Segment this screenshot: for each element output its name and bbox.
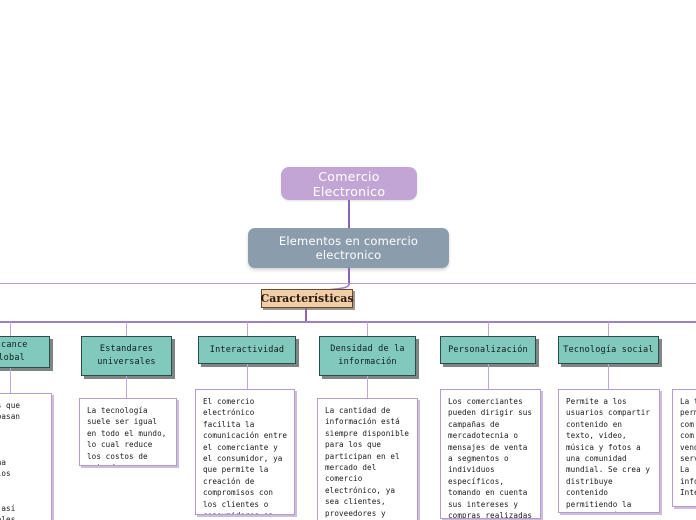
node-topic-estandares-universales[interactable]: Estandares universales [81,336,172,376]
node-detail-estandares-universales[interactable]: La tecnología suele ser igual en todo el… [79,398,177,466]
node-topic-densidad-de-la-informacion[interactable]: Densidad de la información [319,336,416,376]
node-topic-personalizacion[interactable]: Personalización [440,336,536,364]
node-detail-text: La cantidad de información está siempre … [325,406,410,518]
node-detail-text: El comercio electrónico facilita la comu… [203,397,288,514]
spine-line-upper [0,283,696,284]
node-second-label: Elementos en comercio electronico [278,234,419,262]
drop-topic-1 [126,322,127,336]
connector-topic-2-to-detail [247,364,248,390]
node-detail-text: Los comerciantes pueden dirigir sus camp… [448,397,533,519]
node-detail-text: Permite a los usuarios compartir conteni… [566,397,651,512]
connector-second-to-spine [348,268,350,285]
node-detail-partial-right[interactable]: La t perm com com vend serv La info Inte [672,389,696,507]
node-topic-label: Densidad de la información [330,344,405,367]
node-topic-alcance-global[interactable]: Alcance global [0,336,50,368]
node-topic-label: Interactividad [209,344,285,355]
connector-topic-3-to-detail [367,376,368,398]
node-caracteristicas-label: Características [260,292,354,305]
connector-topic-4-to-detail [488,364,489,390]
branch-bus-line [0,321,696,323]
connector-topic-0-to-detail [10,368,11,394]
node-detail-text: La tecnología suele ser igual en todo el… [87,406,167,465]
node-detail-text: La t perm com com vend serv La info Inte [680,397,696,498]
connector-root-to-second [348,200,350,228]
drop-topic-4 [488,322,489,336]
connector-topic-1-to-detail [126,376,127,398]
node-topic-label: Personalización [448,344,528,355]
node-elementos-en-comercio-electronico[interactable]: Elementos en comercio electronico [248,228,449,268]
node-detail-interactividad[interactable]: El comercio electrónico facilita la comu… [195,389,295,515]
node-topic-label: Estandares universales [97,344,156,367]
connector-topic-5-to-detail [608,364,609,390]
node-detail-densidad-de-la-informacion[interactable]: La cantidad de información está siempre … [317,398,418,520]
node-detail-personalizacion[interactable]: Los comerciantes pueden dirigir sus camp… [440,389,541,519]
node-topic-interactividad[interactable]: Interactividad [198,336,296,364]
node-topic-label: Tecnología social [563,344,654,355]
drop-topic-5 [608,322,609,336]
node-topic-tecnologia-social[interactable]: Tecnología social [558,336,659,364]
drop-topic-3 [367,322,368,336]
node-detail-alcance-global[interactable]: acciones que an traspasan es ales, s y s… [0,393,52,520]
node-root-label: Comercio Electronico [312,168,386,199]
node-root-comercio-electronico[interactable]: Comercio Electronico [281,167,417,200]
connector-caracteristicas-to-bus [305,308,307,322]
node-detail-tecnologia-social[interactable]: Permite a los usuarios compartir conteni… [558,389,660,513]
node-topic-label: Alcance global [0,340,28,363]
node-detail-text: acciones que an traspasan es ales, s y s… [0,401,21,520]
drop-topic-0 [10,322,11,336]
drop-topic-2 [247,322,248,336]
node-caracteristicas[interactable]: Características [260,289,354,308]
